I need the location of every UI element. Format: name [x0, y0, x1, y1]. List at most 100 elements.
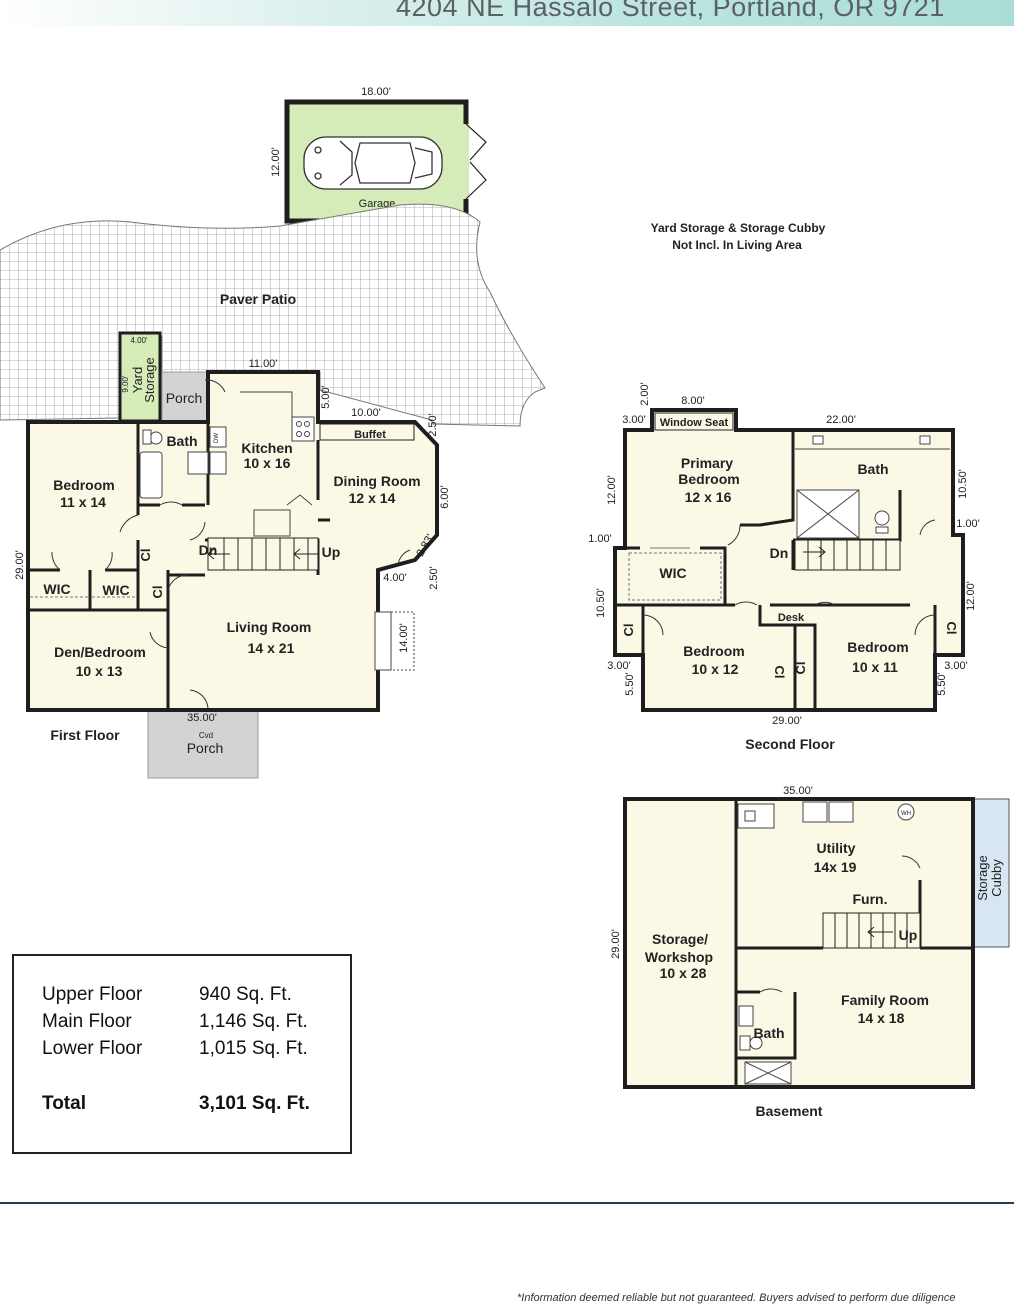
dim-sf-seat-width: 8.00' — [681, 395, 705, 407]
basement-stairs-up: Up — [899, 927, 918, 943]
dim-sf-bottom-right-jog: 3.00' — [944, 660, 968, 672]
dim-fireplace-wall: 14.00' — [398, 623, 410, 653]
paver-patio — [0, 203, 546, 427]
dim-sf-bath-depth: 10.50' — [957, 469, 969, 499]
wic-label-1: WIC — [43, 581, 70, 597]
sqft-row-upper: Upper Floor 940 Sq. Ft. — [42, 984, 292, 1006]
sqft-value: 1,146 Sq. Ft. — [199, 1011, 308, 1032]
yard-storage-label-1: Yard — [130, 367, 145, 394]
header-band — [0, 0, 1014, 26]
kitchen-label: Kitchen — [241, 440, 292, 456]
dim-sf-bath-width: 22.00' — [826, 414, 856, 426]
sqft-row-lower: Lower Floor 1,015 Sq. Ft. — [42, 1038, 308, 1060]
dim-bay-top: 2.50' — [427, 413, 439, 437]
second-bath-label: Bath — [857, 461, 888, 477]
living-room-label: Living Room — [227, 619, 312, 635]
storage-workshop-size: 10 x 28 — [660, 965, 707, 981]
dishwasher-label: DW — [214, 433, 220, 443]
family-room-label: Family Room — [841, 992, 929, 1008]
dim-sf-seat-depth: 2.00' — [639, 382, 651, 406]
note-line-1: Yard Storage & Storage Cubby — [651, 221, 826, 235]
family-room-size: 14 x 18 — [858, 1010, 905, 1026]
dim-sf-bottom-left-height: 5.50' — [624, 672, 636, 696]
closet-label-1: Cl — [138, 549, 153, 562]
sqft-row-total: Total 3,101 Sq. Ft. — [42, 1093, 310, 1115]
dim-kitchen-extension: 5.00' — [320, 385, 332, 409]
utility-size: 14x 19 — [814, 859, 857, 875]
furnace-label: Furn. — [853, 891, 888, 907]
second-stairs-down: Dn — [770, 545, 789, 561]
dim-jog-side: 2.50' — [428, 566, 440, 590]
first-stairs-down: Dn — [199, 542, 218, 558]
den-bedroom-size: 10 x 13 — [76, 663, 123, 679]
bedroom-size: 11 x 14 — [60, 494, 106, 510]
dim-basement-height: 29.00' — [610, 929, 622, 959]
footer-divider — [0, 1202, 1014, 1204]
den-bedroom-label: Den/Bedroom — [54, 644, 146, 660]
bedroom-label: Bedroom — [53, 477, 114, 493]
sqft-total-value: 3,101 Sq. Ft. — [199, 1093, 310, 1114]
car-icon — [303, 136, 443, 190]
second-wic-label: WIC — [659, 565, 686, 581]
utility-label: Utility — [817, 840, 856, 856]
yard-storage-width-dim: 4.00' — [130, 336, 148, 345]
basement-title: Basement — [756, 1103, 823, 1119]
paver-patio-label: Paver Patio — [220, 291, 296, 307]
closet-label-2: Cl — [150, 586, 165, 599]
kitchen-size: 10 x 16 — [244, 455, 291, 471]
yard-storage-height-dim: 9.00' — [121, 375, 130, 393]
dim-sf-bottom-right-height: 5.50' — [936, 672, 948, 696]
second-floor: Window Seat Primary Bedroom 12 x 16 Bath… — [588, 382, 980, 752]
first-floor-title: First Floor — [50, 727, 120, 743]
wic-label-2: WIC — [102, 582, 129, 598]
sqft-value: 940 Sq. Ft. — [199, 984, 292, 1005]
dim-jog: 4.00' — [383, 572, 407, 584]
first-floor: 4.00' 9.00' Yard Storage Porch — [14, 331, 451, 779]
water-heater-label: WH — [901, 811, 911, 817]
dim-dining-width: 10.00' — [351, 407, 381, 419]
dining-room-size: 12 x 14 — [349, 490, 396, 506]
sqft-value: 1,015 Sq. Ft. — [199, 1038, 308, 1059]
closet-d: Cl — [944, 622, 959, 635]
primary-bedroom-label-1: Primary — [681, 455, 733, 471]
property-address: 4204 NE Hassalo Street, Portland, OR 972… — [396, 0, 945, 22]
basement-bath-label: Bath — [753, 1025, 784, 1041]
storage-cubby-label-1: Storage — [975, 855, 990, 901]
dim-first-floor-width: 35.00' — [187, 712, 217, 724]
dim-first-floor-height: 29.00' — [14, 550, 26, 580]
garage-width-dim: 18.00' — [361, 86, 391, 98]
buffet-label: Buffet — [354, 429, 386, 441]
garage-depth-dim: 12.00' — [270, 147, 282, 177]
dim-sf-left-jog: 3.00' — [622, 414, 646, 426]
second-floor-title: Second Floor — [745, 736, 835, 752]
desk-label: Desk — [778, 612, 805, 624]
garage: 18.00' 12.00' Garage 216sf — [270, 86, 487, 224]
dim-basement-width: 35.00' — [783, 785, 813, 797]
back-porch-label: Porch — [166, 390, 203, 406]
dining-room-label: Dining Room — [333, 473, 420, 489]
front-porch-covered: Cvd — [199, 731, 213, 740]
dim-sf-left-step: 1.00' — [588, 533, 612, 545]
basement: WH Utility 14x 19 Furn. Up Storage/ Work… — [610, 785, 1010, 1119]
dim-bay-side: 6.00' — [439, 485, 451, 509]
sqft-total-label: Total — [42, 1093, 86, 1114]
sqft-label: Lower Floor — [42, 1038, 143, 1059]
front-porch-label: Porch — [187, 740, 224, 756]
note-line-2: Not Incl. In Living Area — [672, 238, 802, 252]
first-bath-label: Bath — [166, 433, 197, 449]
dim-kitchen-width: 11.00' — [249, 358, 278, 370]
yard-storage-label-2: Storage — [142, 357, 157, 403]
dim-sf-bottom-left-jog: 3.00' — [607, 660, 631, 672]
dim-sf-width: 29.00' — [772, 715, 802, 727]
storage-workshop-label-2: Workshop — [645, 949, 713, 965]
bedroom-a-size: 10 x 12 — [692, 661, 739, 677]
dim-sf-right-height: 12.00' — [965, 581, 977, 611]
bedroom-b-label: Bedroom — [847, 639, 908, 655]
bedroom-a-label: Bedroom — [683, 643, 744, 659]
storage-workshop-label-1: Storage/ — [652, 931, 708, 947]
bedroom-b-size: 10 x 11 — [852, 659, 898, 675]
window-seat-label: Window Seat — [660, 417, 729, 429]
sqft-label: Upper Floor — [42, 984, 143, 1005]
disclaimer: *Information deemed reliable but not gua… — [517, 1292, 956, 1304]
